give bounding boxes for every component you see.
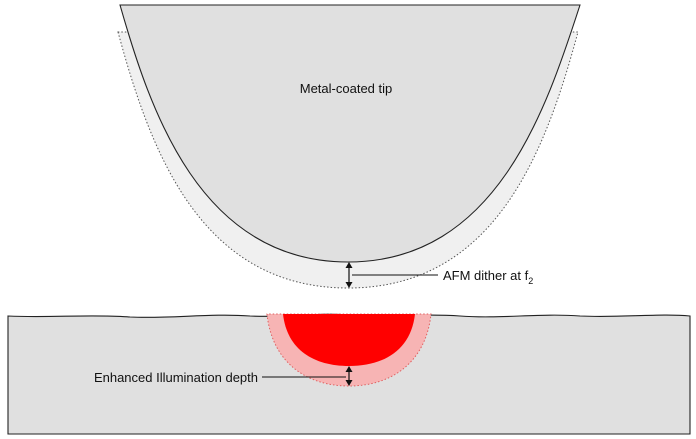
tip-label: Metal-coated tip [300,81,393,96]
dither-arrow [345,262,353,288]
depth-arrow [345,366,353,386]
depth-label: Enhanced Illumination depth [94,370,258,385]
dither-label: AFM dither at f2 [443,268,533,286]
dither-label-subscript: 2 [528,276,533,286]
illumination-core [283,314,415,366]
metal-coated-tip [119,4,581,263]
dither-label-main: AFM dither at f [443,268,529,283]
